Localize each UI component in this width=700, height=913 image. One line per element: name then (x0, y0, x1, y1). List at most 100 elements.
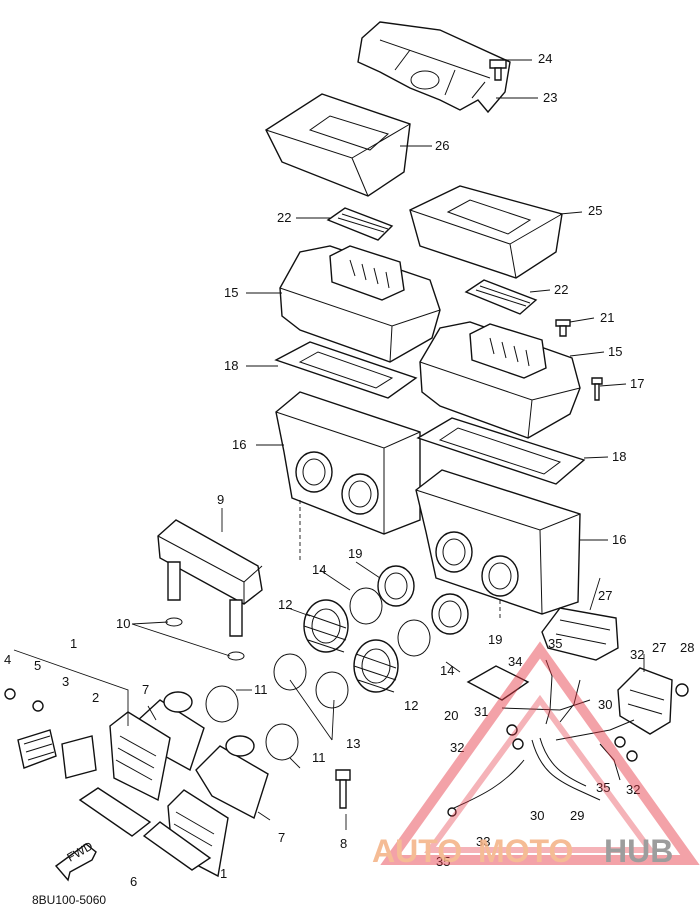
callout-8: 8 (340, 836, 347, 851)
part-9-intake (157, 519, 263, 637)
callout-25: 25 (588, 203, 602, 218)
callout-11b: 11 (312, 750, 326, 765)
part-24-bolt (489, 59, 507, 81)
callout-31: 31 (474, 704, 488, 719)
callout-18b: 18 (612, 449, 626, 464)
callout-2: 2 (92, 690, 99, 705)
part-6-gasket-b (142, 821, 212, 871)
part-11-clamp-b (265, 723, 299, 761)
part-25-pad (409, 185, 563, 279)
callout-7b: 7 (278, 830, 285, 845)
callout-20: 20 (444, 708, 458, 723)
callout-labels: 24 23 26 22 25 15 22 21 15 17 18 16 18 1… (4, 51, 694, 889)
callout-26: 26 (435, 138, 449, 153)
callout-21: 21 (600, 310, 614, 325)
callout-14a: 14 (312, 562, 326, 577)
watermark-triangle-icon (380, 641, 700, 865)
part-17-screw (591, 377, 603, 401)
callout-15b: 15 (608, 344, 622, 359)
callout-16b: 16 (612, 532, 626, 547)
part-13-clamp-b (315, 671, 349, 709)
callout-29: 29 (570, 808, 584, 823)
fwd-arrow-icon: FWD (54, 839, 97, 882)
callout-22a: 22 (277, 210, 291, 225)
callout-22b: 22 (554, 282, 568, 297)
part-16-base-left (275, 391, 421, 535)
callout-9: 9 (217, 492, 224, 507)
part-11-clamp-a (205, 685, 239, 723)
part-20-pad (466, 665, 530, 701)
callout-35c: 35 (436, 854, 450, 869)
part-27-pump-a (541, 607, 619, 661)
callout-35b: 35 (596, 780, 610, 795)
callout-27a: 27 (598, 588, 612, 603)
part-8-bolt (335, 769, 351, 809)
hoses-group (447, 659, 638, 817)
part-4-bolt (4, 688, 16, 700)
callout-17: 17 (630, 376, 644, 391)
part-27-pump-b (617, 667, 673, 735)
part-26-pad (265, 93, 411, 197)
part-22-filter-a (326, 207, 394, 241)
callout-14b: 14 (440, 663, 454, 678)
part-12-joint-a (303, 599, 349, 653)
part-21-bolt (555, 319, 571, 337)
callout-15a: 15 (224, 285, 238, 300)
part-23-cover (357, 21, 511, 114)
watermark-hub: HUB (604, 833, 673, 869)
callout-7a: 7 (142, 682, 149, 697)
part-12-joint-b (353, 639, 399, 693)
callout-32a: 32 (450, 740, 464, 755)
watermark-moto: MOTO (478, 833, 573, 869)
drawing-code: 8BU100-5060 (32, 893, 106, 907)
part-16-base-right (415, 469, 581, 615)
callout-33: 33 (476, 834, 490, 849)
part-14-clamp-b (397, 619, 431, 657)
callout-11a: 11 (254, 682, 268, 697)
part-19-band-b (431, 593, 469, 635)
part-1-reed-a (109, 711, 171, 802)
part-15-lid-right (419, 321, 581, 439)
callout-3: 3 (62, 674, 69, 689)
part-15-lid-left (279, 245, 441, 363)
part-3-plate (17, 729, 57, 769)
callout-12b: 12 (404, 698, 418, 713)
part-14-clamp-a (349, 587, 383, 625)
watermark-auto: AUTO (372, 833, 462, 869)
callout-28: 28 (680, 640, 694, 655)
callout-4: 4 (4, 652, 11, 667)
part-6-gasket-a (78, 787, 152, 837)
part-18-gasket-right (416, 417, 586, 485)
callout-1a: 1 (70, 636, 77, 651)
part-28-bolt (675, 683, 689, 697)
part-2-plate (61, 735, 97, 779)
callout-19a: 19 (348, 546, 362, 561)
callout-34: 34 (508, 654, 522, 669)
callout-23: 23 (543, 90, 557, 105)
callout-12a: 12 (278, 597, 292, 612)
part-22-filter-b (464, 279, 538, 315)
callout-13: 13 (346, 736, 360, 751)
part-19-band-a (377, 565, 415, 607)
callout-32c: 32 (626, 782, 640, 797)
leader-lines (13, 59, 645, 830)
callout-6: 6 (130, 874, 137, 889)
callout-30b: 30 (530, 808, 544, 823)
callout-18a: 18 (224, 358, 238, 373)
callout-27b: 27 (652, 640, 666, 655)
watermark: AUTO MOTO HUB (372, 641, 700, 869)
callout-30a: 30 (598, 697, 612, 712)
callout-19b: 19 (488, 632, 502, 647)
part-18-gasket-left (274, 341, 418, 399)
part-13-clamp-a (273, 653, 307, 691)
callout-10: 10 (116, 616, 130, 631)
callout-16a: 16 (232, 437, 246, 452)
part-7-joint-b (195, 735, 269, 820)
callout-35a: 35 (548, 636, 562, 651)
callout-32b: 32 (630, 647, 644, 662)
part-5-washer (32, 700, 44, 712)
callout-24: 24 (538, 51, 552, 66)
callout-1b: 1 (220, 866, 227, 881)
callout-5: 5 (34, 658, 41, 673)
